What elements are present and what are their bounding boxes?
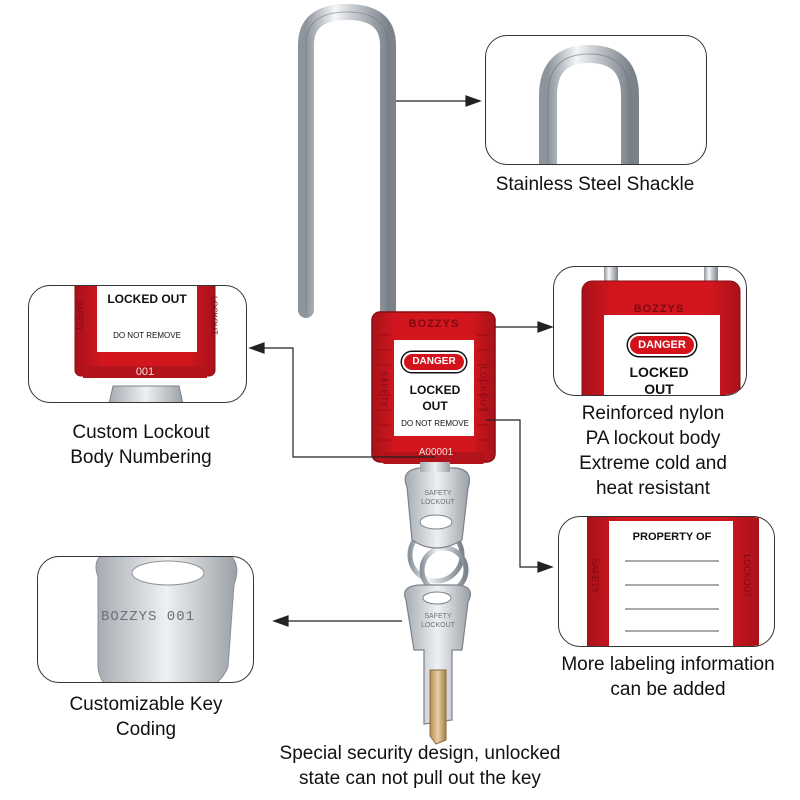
lock-danger-badge: DANGER	[402, 352, 466, 372]
closeup-danger-badge: DANGER	[628, 334, 696, 356]
lock-serial-number: A00001	[418, 447, 454, 458]
caption-body-numbering: Custom Lockout Body Numbering	[70, 422, 212, 468]
callout-key-coding: BOZZYS 001	[37, 556, 254, 683]
key-upper-text: SAFETY LOCKOUT	[421, 490, 455, 506]
lock-locked-out: LOCKED OUT	[409, 383, 461, 413]
labeling-side-right: LOCKOUT	[742, 554, 752, 598]
key-upper	[404, 467, 471, 549]
lock-side-right: LOCKOUT	[478, 366, 488, 413]
caption-labeling: More labeling information can be added	[561, 654, 775, 700]
key-coding-closeup	[95, 557, 238, 682]
caption-security-design: Special security design, unlocked state …	[279, 743, 561, 789]
closeup-brand: BOZZYS	[633, 303, 685, 315]
shackle-closeup	[539, 44, 639, 164]
numbering-closeup	[74, 286, 216, 402]
shackle	[298, 3, 396, 326]
lock-side-left: SAFETY	[379, 370, 389, 409]
labeling-closeup	[587, 517, 759, 646]
numbering-locked-out: LOCKED OUT	[107, 292, 187, 306]
callout-labeling: SAFETY LOCKOUT PROPERTY OF	[558, 516, 775, 647]
caption-shackle: Stainless Steel Shackle	[495, 174, 695, 195]
lock-do-not-remove: DO NOT REMOVE	[401, 419, 469, 428]
labeling-side-left: SAFETY	[590, 558, 600, 594]
callout-lock-body: BOZZYS DANGER LOCKED OUT	[553, 266, 747, 396]
numbering-side-right: LOCKOUT	[209, 296, 219, 335]
numbering-do-not-remove: DO NOT REMOVE	[113, 331, 181, 340]
numbering-number: 001	[135, 366, 155, 378]
key-lower	[404, 584, 471, 725]
numbering-side-left: SAFETY	[74, 299, 84, 332]
lock-brand: BOZZYS	[408, 318, 460, 330]
callout-body-numbering: SAFETY LOCKOUT LOCKED OUT DO NOT REMOVE …	[28, 285, 247, 403]
closeup-locked-out: LOCKED OUT	[629, 364, 689, 396]
key-lower-text: SAFETY LOCKOUT	[421, 613, 455, 629]
key-coding-text: BOZZYS 001	[100, 609, 195, 625]
callout-shackle	[485, 35, 707, 165]
caption-lock-body: Reinforced nylon PA lockout body Extreme…	[579, 403, 727, 499]
labeling-property-of: PROPERTY OF	[632, 531, 712, 543]
caption-key-coding: Customizable Key Coding	[69, 694, 223, 740]
